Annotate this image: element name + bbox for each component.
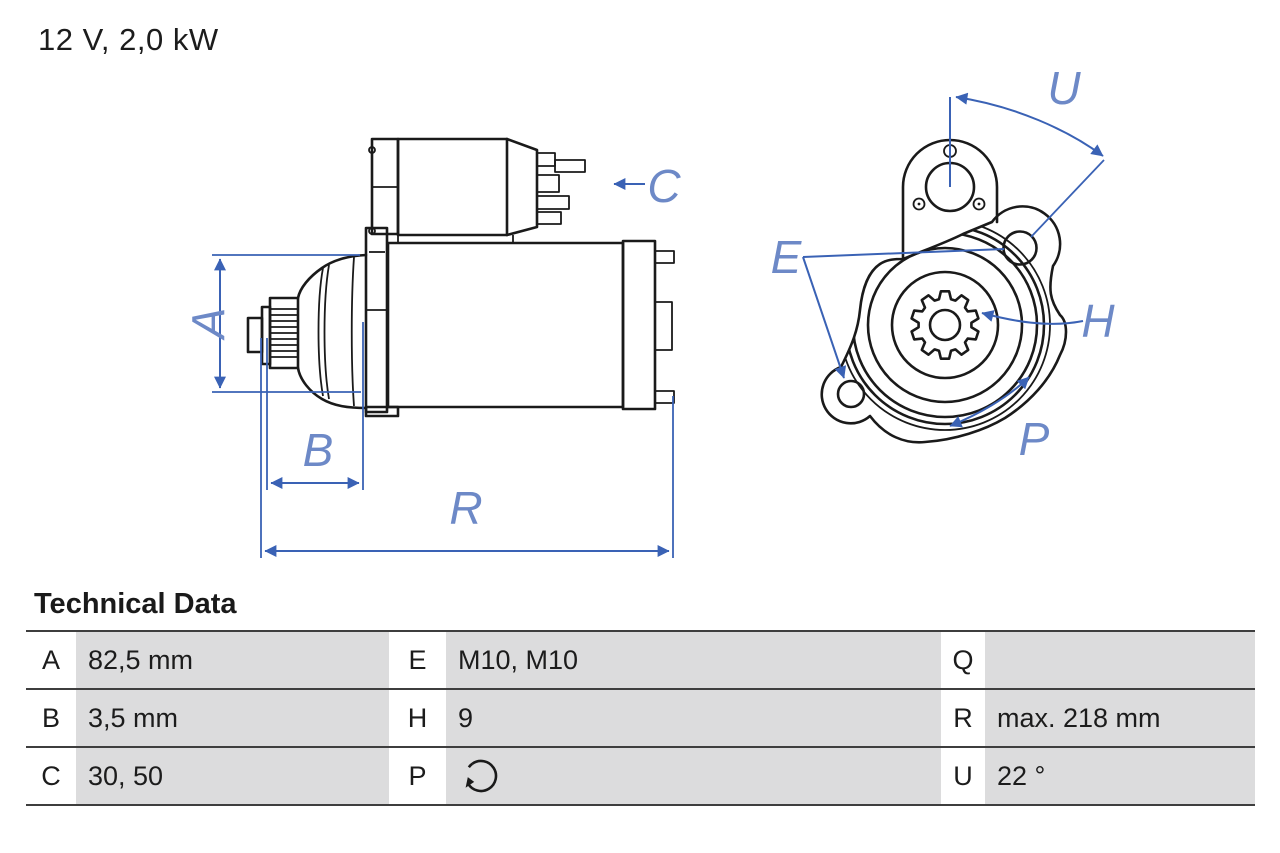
dimension-C: C — [613, 160, 681, 212]
dim-label-C: C — [647, 160, 681, 212]
front-view: U E H P — [771, 62, 1116, 465]
solenoid — [368, 137, 586, 237]
dimension-E: E — [771, 231, 1005, 379]
key-cell-B: B — [26, 690, 76, 746]
key-cell-E: E — [389, 632, 446, 688]
pinion-teeth-lines — [270, 308, 298, 358]
pinion-gear-front — [910, 290, 980, 360]
pinion — [246, 296, 300, 370]
dim-label-R: R — [449, 482, 482, 534]
table-row: A 82,5 mm E M10, M10 Q — [26, 630, 1255, 688]
side-view: A B R C — [183, 137, 681, 558]
dim-label-A: A — [183, 308, 235, 342]
dim-label-H: H — [1081, 295, 1115, 347]
value-cell-R: max. 218 mm — [985, 690, 1255, 746]
table-row: C 30, 50 P U 22 ° — [26, 746, 1255, 806]
key-cell-Q: Q — [941, 632, 985, 688]
dimension-H: H — [981, 295, 1115, 347]
pinion-gear-path — [910, 290, 980, 360]
value-cell-B: 3,5 mm — [76, 690, 389, 746]
mounting-hole-bottom-left — [836, 379, 866, 409]
solenoid-terminals — [536, 152, 586, 225]
value-cell-P-icon — [446, 748, 941, 804]
dim-label-P: P — [1019, 413, 1050, 465]
key-cell-R: R — [941, 690, 985, 746]
dimension-P: P — [949, 376, 1050, 465]
motor-body — [386, 235, 675, 411]
value-cell-A: 82,5 mm — [76, 632, 389, 688]
value-cell-C: 30, 50 — [76, 748, 389, 804]
rotation-ccw-icon — [465, 759, 498, 793]
dim-label-E: E — [771, 231, 803, 283]
dimension-A: A — [183, 254, 361, 393]
page-title: 12 V, 2,0 kW — [38, 22, 219, 57]
value-cell-E: M10, M10 — [446, 632, 941, 688]
value-cell-U: 22 ° — [985, 748, 1255, 804]
dimension-U: U — [949, 62, 1105, 238]
technical-data-table: A 82,5 mm E M10, M10 Q B 3,5 mm H 9 R ma… — [26, 630, 1255, 806]
key-cell-U: U — [941, 748, 985, 804]
rear-studs — [654, 250, 675, 404]
dim-label-U: U — [1047, 62, 1081, 114]
key-cell-H: H — [389, 690, 446, 746]
drive-end-housing — [296, 253, 368, 410]
mounting-hole-top-right — [1002, 230, 1038, 266]
technical-data-heading: Technical Data — [34, 588, 237, 620]
key-cell-P: P — [389, 748, 446, 804]
table-row: B 3,5 mm H 9 R max. 218 mm — [26, 688, 1255, 746]
front-flange — [820, 205, 1068, 444]
key-cell-C: C — [26, 748, 76, 804]
mounting-flange-side — [364, 226, 400, 418]
dimension-B: B — [266, 322, 364, 490]
value-cell-Q — [985, 632, 1255, 688]
key-cell-A: A — [26, 632, 76, 688]
dim-label-B: B — [303, 424, 334, 476]
dimension-R: R — [260, 338, 674, 558]
starter-motor-drawing: A B R C — [183, 62, 1116, 558]
value-cell-H: 9 — [446, 690, 941, 746]
